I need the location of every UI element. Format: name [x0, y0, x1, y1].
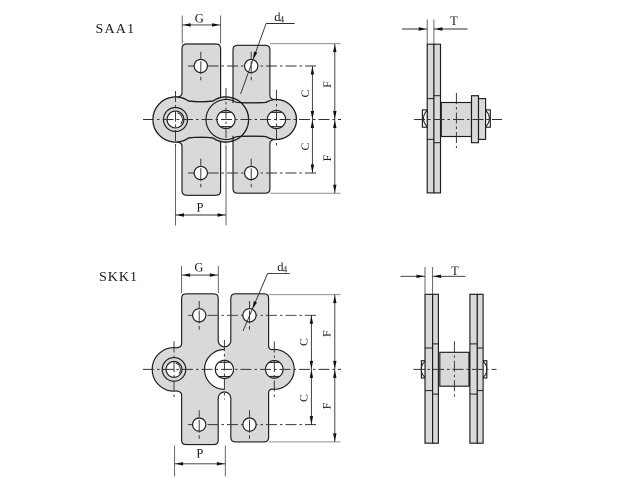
- svg-text:T: T: [451, 264, 459, 278]
- svg-text:G: G: [195, 12, 204, 26]
- svg-text:G: G: [194, 261, 203, 275]
- svg-text:SAA1: SAA1: [96, 22, 136, 37]
- svg-text:C: C: [298, 89, 312, 97]
- svg-text:P: P: [196, 446, 203, 460]
- svg-text:4: 4: [280, 14, 285, 24]
- svg-text:d: d: [277, 260, 284, 274]
- svg-text:C: C: [296, 394, 310, 402]
- svg-text:SKK1: SKK1: [99, 270, 138, 285]
- svg-text:C: C: [296, 338, 310, 346]
- svg-text:F: F: [320, 402, 334, 409]
- svg-text:P: P: [197, 200, 204, 214]
- svg-text:d: d: [274, 10, 281, 24]
- svg-text:C: C: [298, 142, 312, 150]
- svg-text:F: F: [320, 154, 334, 161]
- svg-text:F: F: [320, 81, 334, 88]
- svg-text:F: F: [320, 330, 334, 337]
- svg-text:T: T: [450, 14, 458, 28]
- svg-text:4: 4: [283, 264, 288, 274]
